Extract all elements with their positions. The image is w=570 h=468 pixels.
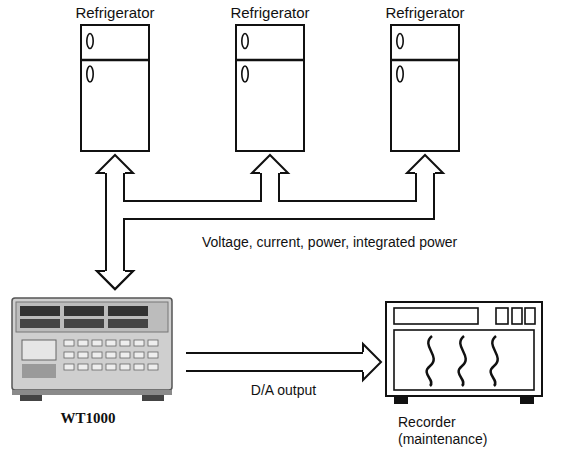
refrigerator-illustration — [235, 24, 305, 152]
arrow-head — [363, 344, 381, 380]
device-name: WT1000 — [4, 410, 172, 427]
recorder-caption: Recorder (maintenance) — [398, 414, 502, 448]
arrow-head-fill — [252, 155, 288, 173]
connector-outline — [115, 173, 425, 271]
connector-outline — [115, 173, 270, 271]
refrigerator-heading: Refrigerator — [213, 4, 327, 24]
arrow-head-fill — [97, 271, 133, 289]
connector-outline — [186, 352, 363, 372]
refrigerator-heading: Refrigerator — [58, 4, 172, 24]
arrow-head-fill — [97, 271, 133, 289]
arrow-head — [97, 155, 133, 173]
arrow-head-fill — [363, 344, 381, 380]
arrow-head-fill — [97, 155, 133, 173]
refrigerator-node: Refrigerator — [213, 4, 327, 152]
signal-label: Voltage, current, power, integrated powe… — [200, 234, 459, 250]
refrigerator-heading: Refrigerator — [368, 4, 482, 24]
connector-fill — [115, 173, 425, 271]
arrow-head — [97, 271, 133, 289]
refrigerator-node: Refrigerator — [368, 4, 482, 152]
connector-fill — [186, 354, 363, 370]
arrow-head — [407, 155, 443, 173]
power-meter-node: WT1000 — [4, 292, 180, 427]
power-meter-illustration — [8, 292, 176, 404]
recorder-illustration — [384, 300, 544, 408]
arrow-head-fill — [97, 271, 133, 289]
arrow-head-fill — [407, 155, 443, 173]
connector-fill — [115, 173, 270, 271]
refrigerator-illustration — [390, 24, 460, 152]
arrow-head — [97, 271, 133, 289]
arrow-head — [252, 155, 288, 173]
recorder-node: Recorder (maintenance) — [384, 300, 560, 448]
connector-label: D/A output — [249, 382, 318, 398]
refrigerator-node: Refrigerator — [58, 4, 172, 152]
refrigerator-illustration — [80, 24, 150, 152]
arrow-head — [97, 271, 133, 289]
